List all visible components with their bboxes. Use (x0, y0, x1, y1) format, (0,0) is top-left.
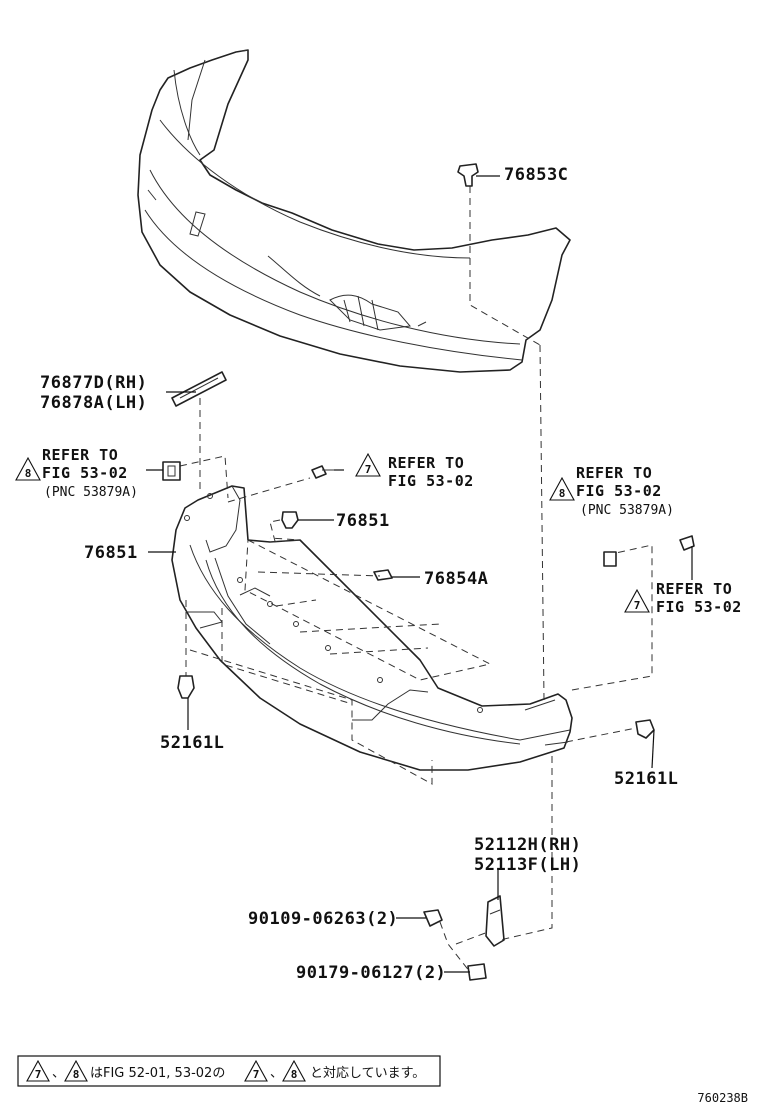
footnote-box: 7 、 8 はFIG 52-01, 53-02の 7 、 8 と対応しています。 (17, 1055, 441, 1087)
illustration-id: 760238B (697, 1091, 748, 1105)
refer-right-top: 8 REFER TO FIG 53-02 (PNC 53879A) (549, 464, 674, 518)
refer-right-bottom-line2: FIG 53-02 (656, 598, 742, 616)
footnote-badge-a: 7 (35, 1068, 42, 1081)
refer-right-bottom-line1: REFER TO (656, 580, 732, 598)
refer-right-top-line1: REFER TO (576, 464, 652, 482)
label-76853C: 76853C (504, 165, 568, 185)
label-52161L-left: 52161L (160, 733, 224, 753)
refer-right-top-badge: 8 (559, 487, 566, 500)
label-76854A: 76854A (424, 569, 488, 589)
refer-left: 8 REFER TO FIG 53-02 (PNC 53879A) (15, 446, 138, 500)
label-90179: 90179-06127(2) (296, 963, 446, 983)
label-76851-left: 76851 (84, 543, 138, 563)
refer-left-line1: REFER TO (42, 446, 118, 464)
refer-center-line2: FIG 53-02 (388, 472, 474, 490)
refer-right-top-pnc: (PNC 53879A) (580, 503, 674, 518)
footnote-badge-b: 8 (73, 1068, 80, 1081)
refer-right-bottom-badge: 7 (634, 599, 641, 612)
label-76851-right: 76851 (336, 511, 390, 531)
footnote-text-end: と対応しています。 (310, 1066, 425, 1081)
leader-lines (146, 175, 693, 973)
refer-left-pnc: (PNC 53879A) (44, 485, 138, 500)
footnote-badge-d: 8 (291, 1068, 298, 1081)
triangle-badge-icon (26, 1059, 50, 1082)
refer-right-top-line2: FIG 53-02 (576, 482, 662, 500)
bumper-cover-drawing (137, 49, 571, 373)
refer-center-line1: REFER TO (388, 454, 464, 472)
refer-left-badge: 8 (25, 467, 32, 480)
triangle-badge-icon (282, 1059, 306, 1082)
triangle-badge-icon (64, 1059, 88, 1082)
triangle-badge-icon (624, 588, 650, 613)
label-52161L-right: 52161L (614, 769, 678, 789)
triangle-badge-icon (549, 476, 575, 501)
lower-spoiler-drawing (171, 485, 573, 771)
assembly-lines (179, 49, 653, 973)
refer-center-badge: 7 (365, 463, 372, 476)
footnote-sep2: 、 (270, 1066, 283, 1081)
label-76877D: 76877D(RH) (40, 373, 147, 393)
label-90109: 90109-06263(2) (248, 909, 398, 929)
triangle-badge-icon (15, 456, 41, 481)
refer-right-bottom: 7 REFER TO FIG 53-02 (624, 580, 742, 616)
triangle-badge-icon (244, 1059, 268, 1082)
footnote-sep1: 、 (52, 1066, 65, 1081)
label-52112H: 52112H(RH) (474, 835, 581, 855)
triangle-badge-icon (355, 452, 381, 477)
label-52113F: 52113F(LH) (474, 855, 581, 875)
footnote-badge-c: 7 (253, 1068, 260, 1081)
label-76878A: 76878A(LH) (40, 393, 147, 413)
part-labels: 76853C 76877D(RH) 76878A(LH) 76851 76851… (40, 165, 678, 983)
refer-center: 7 REFER TO FIG 53-02 (355, 452, 474, 490)
refer-left-line2: FIG 53-02 (42, 464, 128, 482)
footnote-text-mid: はFIG 52-01, 53-02の (90, 1066, 225, 1081)
